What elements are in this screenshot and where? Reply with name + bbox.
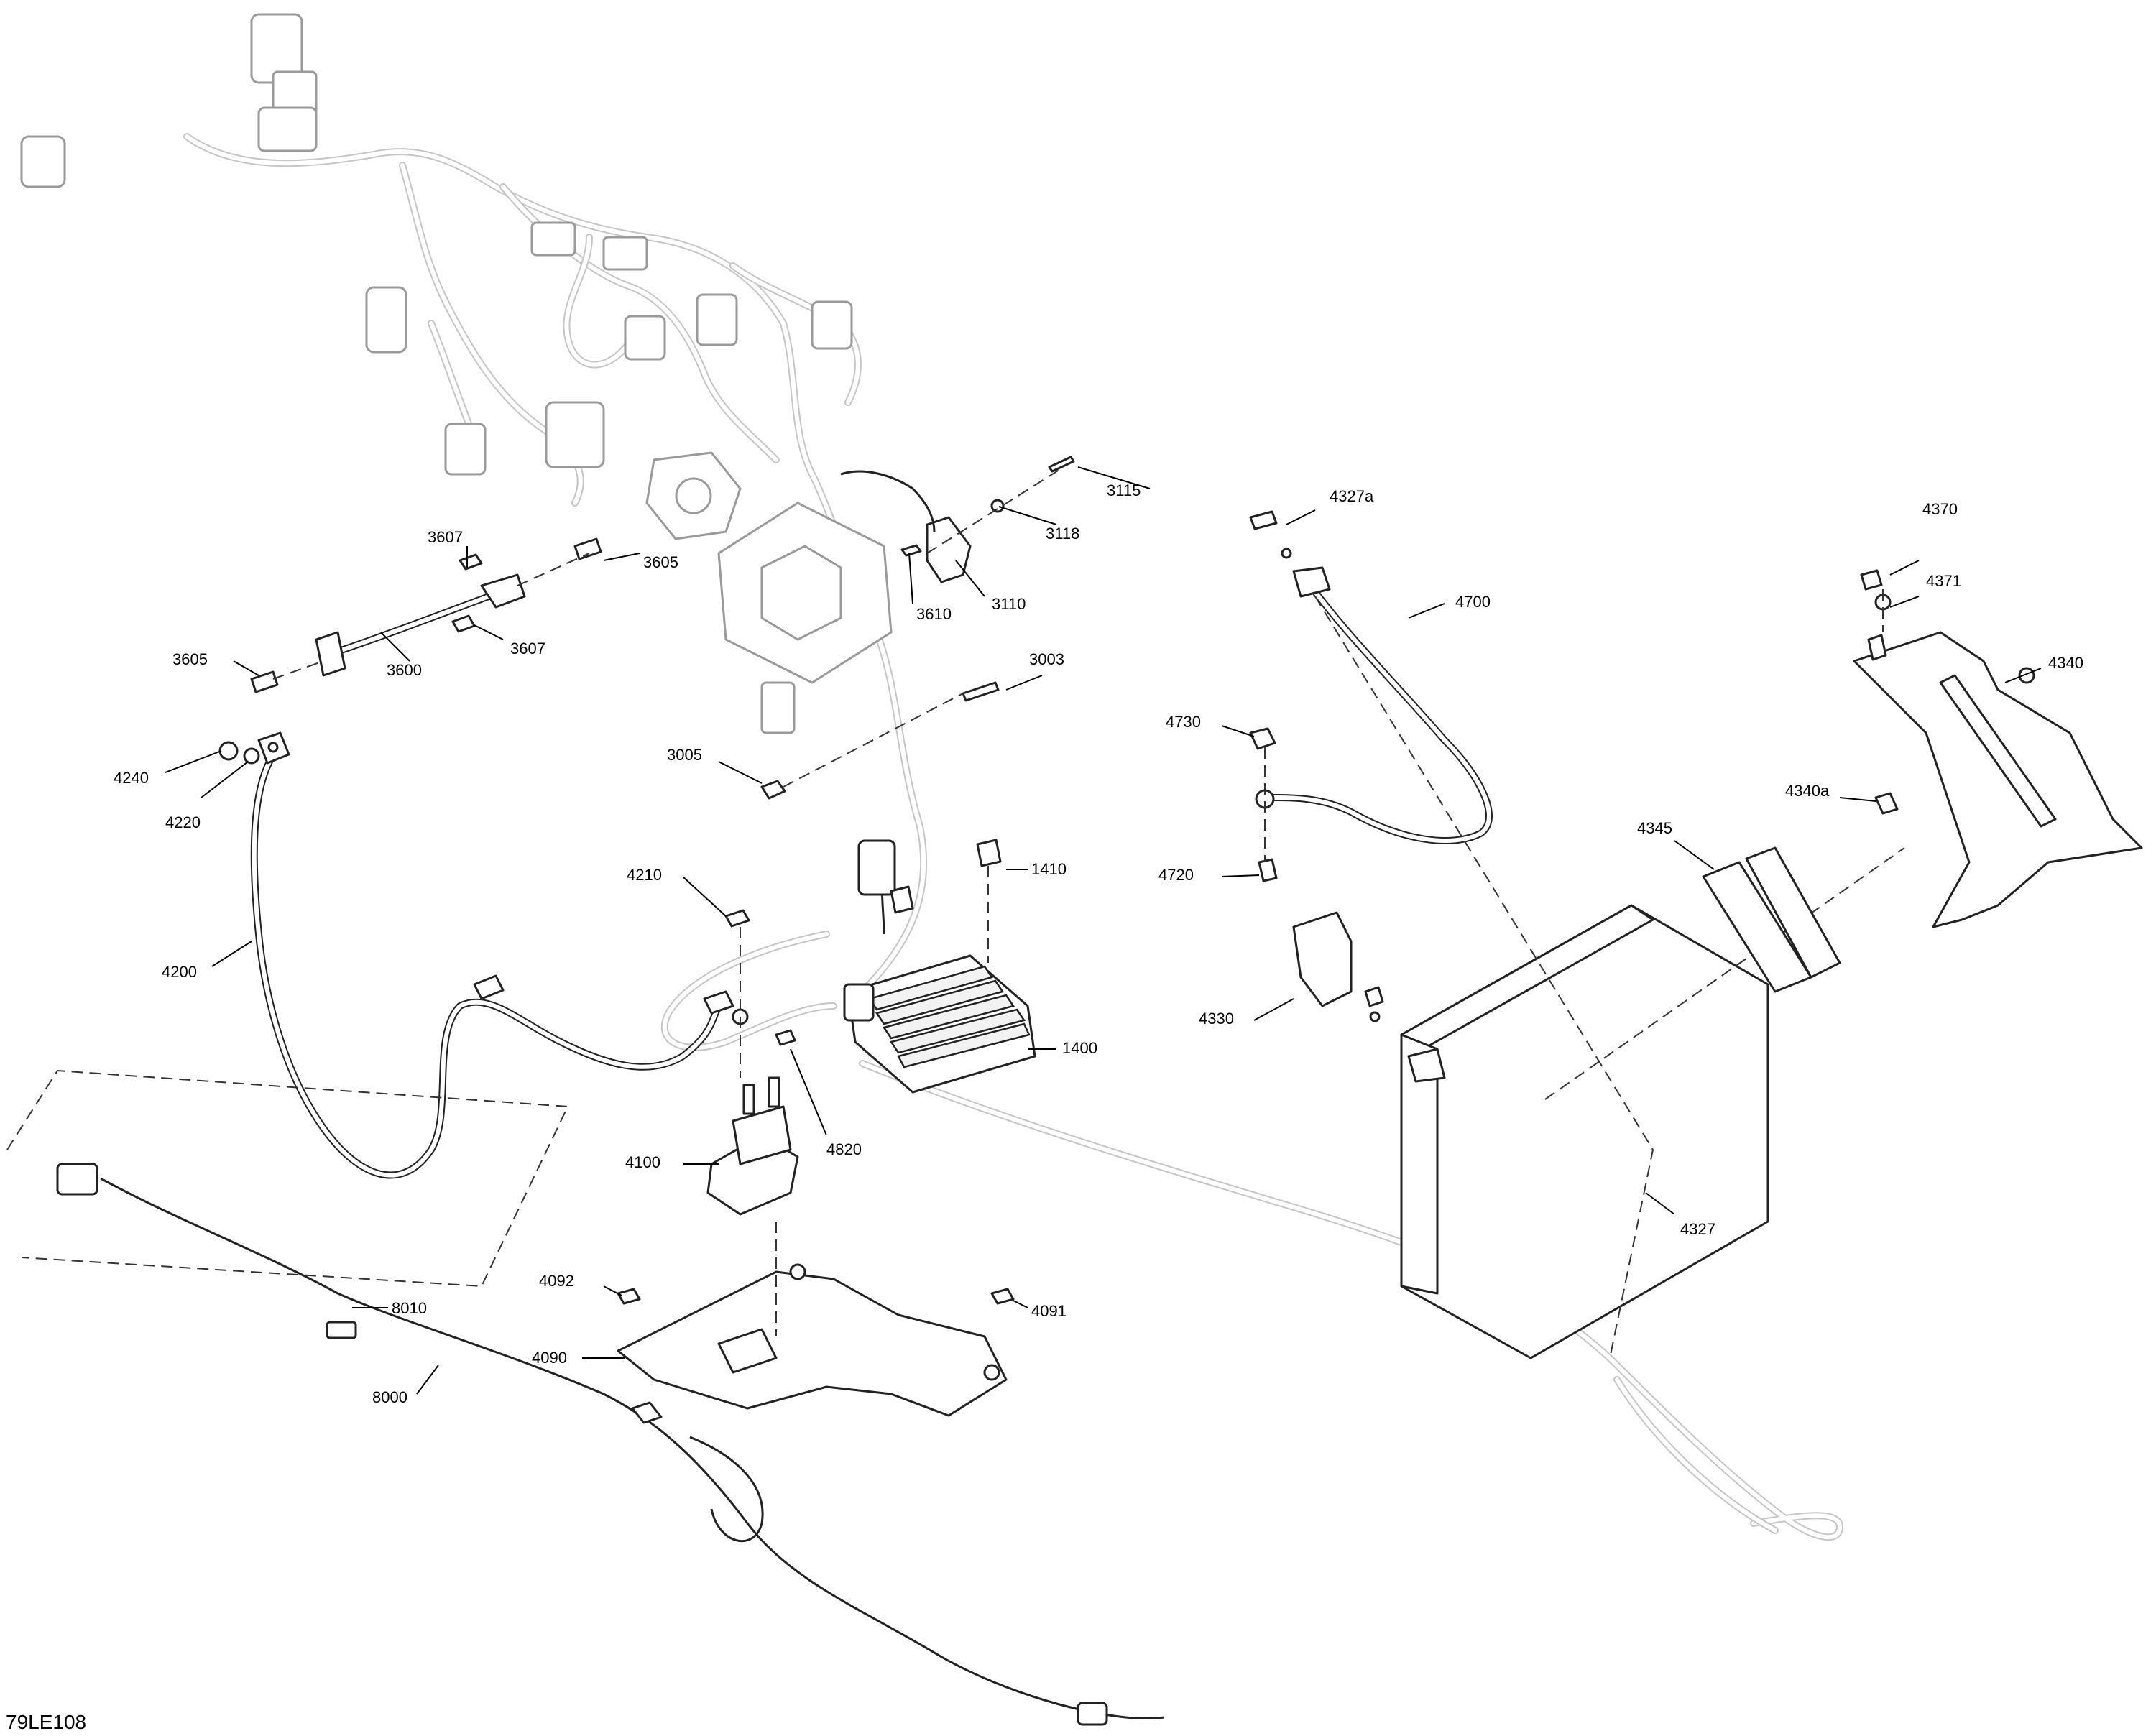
part-4100-starter-solenoid [706,909,799,1216]
callout-8010: 8010 [392,1299,427,1317]
callout-3003: 3003 [1029,650,1064,668]
callout-4720: 4720 [1158,866,1194,884]
callout-1400: 1400 [1062,1039,1097,1057]
callout-3610: 3610 [916,605,952,623]
part-4700-cable [1249,510,1493,882]
callout-4371: 4371 [1926,572,1961,590]
callout-4091: 4091 [1031,1302,1067,1320]
callout-4330: 4330 [1199,1010,1234,1028]
callout-4340a: 4340a [1785,782,1830,800]
callout-4100: 4100 [625,1153,660,1171]
diagram-reference-id: 79LE108 [6,1711,86,1733]
callout-4200: 4200 [162,963,197,981]
callout-3110: 3110 [992,595,1026,613]
callout-4240: 4240 [114,769,149,787]
callout-3605-upper: 3605 [643,553,678,571]
part-1400-voltage-regulator [843,839,1036,1094]
callout-4730: 4730 [1166,713,1201,731]
callout-1410: 1410 [1031,860,1067,878]
callout-4327a: 4327a [1330,487,1374,505]
callout-3118: 3118 [1046,525,1079,542]
callout-4700: 4700 [1455,593,1491,611]
callout-3605-lower: 3605 [172,650,208,668]
part-4345-pads [1702,846,1841,993]
callout-4210: 4210 [627,866,662,884]
callout-4092: 4092 [539,1272,574,1290]
callout-4820: 4820 [826,1140,862,1158]
part-4330-terminal-cover [1292,911,1384,1022]
callout-3607-lower: 3607 [510,640,545,657]
part-4327-battery [1314,596,1905,1359]
callout-8000: 8000 [372,1388,407,1406]
part-8000-wire-harness [6,1069,1165,1726]
callout-3115: 3115 [1107,481,1141,499]
leader-lines [165,466,2042,1395]
part-4090-bracket [617,1222,1015,1417]
callout-3600: 3600 [387,661,422,679]
callout-3005: 3005 [667,746,702,764]
callout-4345: 4345 [1637,819,1672,837]
fasteners-3003-3005 [760,681,1000,800]
callout-4090: 4090 [532,1349,567,1367]
callout-4370: 4370 [1922,500,1958,518]
callout-4327: 4327 [1680,1220,1715,1238]
callout-4220: 4220 [165,813,201,831]
callout-3607-upper: 3607 [428,528,463,546]
part-4340-battery-bracket [1853,569,2143,928]
part-3600-ground-cable [250,537,602,693]
callout-labels: 3115 3118 3110 3610 3605 3607 3600 3607 … [6,481,2083,1733]
part-4200-battery-cable [218,731,734,1179]
main-wiring-harness [20,13,1843,1541]
callout-4340: 4340 [2048,654,2083,672]
